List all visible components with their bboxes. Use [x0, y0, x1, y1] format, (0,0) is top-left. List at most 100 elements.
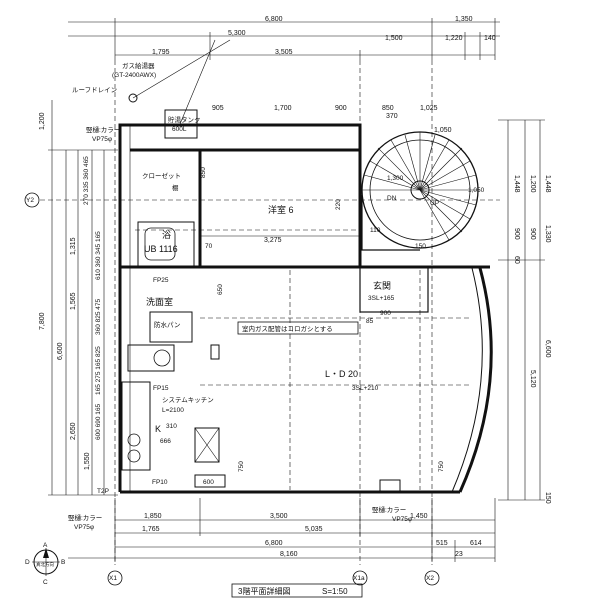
dim-left-stack-e: 600 690 165 [95, 403, 102, 440]
stair-dn-label: DN [387, 195, 397, 202]
label-bath: 浴 [162, 230, 171, 240]
label-entrance: 玄関 [373, 280, 391, 291]
compass-n: A [43, 542, 48, 549]
label-kitchen-len: L=2100 [162, 407, 184, 414]
dim-bottom-5035: 5,035 [305, 526, 323, 533]
dim-3275: 3,275 [264, 237, 282, 244]
label-fp10: FP10 [152, 479, 168, 486]
inner-dimensions: 3,275 850 70 220 650 750 750 600 85 900 [200, 167, 445, 486]
dim-905: 905 [212, 105, 224, 112]
label-gas-heater: ガス給湯器 [122, 61, 155, 70]
label-gas-note: 室内ガス配管はコロガシとする [242, 324, 333, 333]
interior-dashes [130, 149, 470, 490]
room-labels: ガス給湯器 (GT-2400AWX) ルーフドレイン 竪樋:カラー VP75φ … [68, 61, 412, 531]
right-dimension-lines: 1,448 1,448 1,200 1,330 900 900 6,600 5,… [498, 119, 551, 504]
dim-1050: 1,050 [434, 127, 452, 134]
label-fp15: FP15 [153, 385, 169, 392]
dim-bottom-614: 614 [470, 540, 482, 547]
dim-top-1795: 1,795 [152, 49, 170, 56]
label-western-room: 洋室 6 [268, 204, 294, 215]
dim-bottom-1450: 1,450 [410, 513, 428, 520]
dim-inner-600: 600 [203, 479, 214, 486]
dim-inner-750a: 750 [238, 461, 245, 472]
label-washer-pan: 防水パン [154, 320, 180, 329]
drawing-title: 3階平面詳細図 S=1:50 [231, 583, 363, 598]
dim-inner-85: 85 [366, 318, 374, 325]
label-tank: 貯湯タンク [168, 115, 201, 124]
title-text: 3階平面詳細図 [238, 586, 290, 596]
label-gas-model: (GT-2400AWX) [112, 72, 156, 79]
dim-left-1550: 1,550 [84, 452, 91, 470]
grid-markers: X1 X1a X2 Y2 [24, 192, 440, 586]
label-roof-drain: ルーフドレイン [72, 86, 117, 94]
dim-left-6600: 6,600 [57, 342, 64, 360]
label-ldk-level: 3SL+210 [352, 385, 379, 392]
label-closet: クローゼット [142, 171, 181, 180]
dim-bottom-515: 515 [436, 540, 448, 547]
grid-marker-x1a: X1a [353, 575, 365, 582]
label-pipe-left-bot2: VP75φ [74, 524, 94, 531]
grid-marker-x1: X1 [109, 575, 117, 582]
label-k-310: 310 [166, 423, 177, 430]
dim-right-6600: 6,600 [544, 340, 551, 358]
dim-bottom-3500: 3,500 [270, 513, 288, 520]
dim-bottom-1850: 1,850 [144, 513, 162, 520]
dim-right-900b: 900 [529, 228, 536, 240]
dim-top-right: 1,350 [455, 16, 473, 23]
dim-1700: 1,700 [274, 105, 292, 112]
dim-right-1448b: 1,448 [544, 175, 551, 193]
dim-1025: 1,025 [420, 105, 438, 112]
dim-inner-750b: 750 [438, 461, 445, 472]
walls [118, 123, 493, 494]
label-ldk: L・D 20 [325, 369, 358, 379]
dim-right-1200: 1,200 [529, 175, 536, 193]
dim-top-3505: 3,505 [275, 49, 293, 56]
top-dimension-lines: 6,800 1,350 5,300 1,795 3,505 1,500 1,22… [68, 16, 500, 134]
bottom-dimension-lines: 1,850 3,500 1,450 1,765 5,035 6,800 515 … [68, 498, 496, 562]
label-pipe-left-bot: 竪樋:カラー [68, 513, 102, 522]
dim-stair-110: 110 [370, 227, 381, 234]
dim-right-1448a: 1,448 [513, 175, 520, 193]
dim-right-5120: 5,120 [529, 370, 536, 388]
label-shelf: 棚 [172, 183, 179, 192]
label-pipe-left-top: 竪樋:カラー [86, 125, 120, 134]
dim-bottom-23: 23 [455, 551, 463, 558]
dim-left-stack-b: 610 360 345 165 [95, 231, 102, 280]
dim-top-1500: 1,500 [385, 35, 403, 42]
label-pipe-left-top2: VP75φ [92, 136, 112, 143]
dim-left-2650: 2,650 [70, 422, 77, 440]
label-ub: UB 1116 [144, 244, 178, 254]
left-dimension-lines: 1,200 7,800 6,600 1,315 1,565 2,650 1,55… [39, 100, 118, 496]
dim-inner-850: 850 [200, 167, 207, 178]
dim-right-1330: 1,330 [544, 225, 551, 243]
compass-w: D [25, 559, 30, 566]
compass-s: C [43, 579, 48, 586]
dim-top-1220: 1,220 [445, 35, 463, 42]
label-washroom: 洗面室 [146, 296, 173, 307]
grid-marker-y2: Y2 [26, 197, 34, 204]
scale-text: S=1:50 [322, 587, 348, 596]
north-arrow-icon [43, 548, 49, 558]
dim-850: 850 [382, 105, 394, 112]
label-pipe-right-bot: 竪樋:カラー [372, 505, 406, 514]
compass-e: B [61, 559, 65, 566]
label-fp25: FP25 [153, 277, 169, 284]
dim-stair-1050: 1,050 [468, 187, 485, 194]
dim-top-overall: 6,800 [265, 16, 283, 23]
label-k-666: 666 [160, 438, 171, 445]
dim-bottom-6800: 6,800 [265, 540, 283, 547]
dim-left-stack-d: 165 275 165 825 [95, 346, 102, 395]
compass: A C D B 真北方向 [25, 542, 65, 586]
dim-900: 900 [335, 105, 347, 112]
stair-up-label: UP [430, 200, 439, 207]
label-k: K [155, 424, 161, 434]
fixtures [121, 39, 401, 493]
dim-inner-70: 70 [205, 243, 213, 250]
label-tank-cap: 600L [172, 126, 187, 133]
dim-top-5300: 5,300 [228, 30, 246, 37]
dim-left-1565: 1,565 [70, 292, 77, 310]
dim-right-150: 150 [544, 492, 551, 504]
dim-stair-150: 150 [415, 243, 426, 250]
spiral-staircase: DN UP 1,300 1,050 150 110 [361, 131, 485, 251]
